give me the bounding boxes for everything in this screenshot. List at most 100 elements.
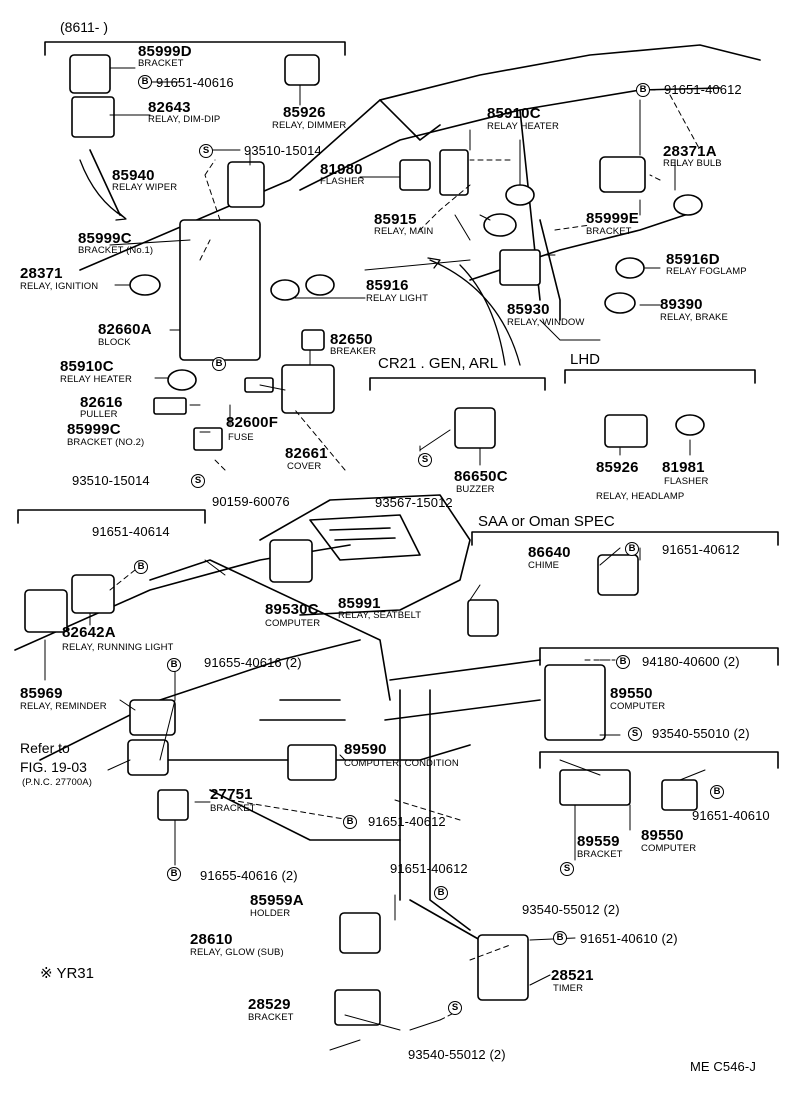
part-number: 81981 [662,459,705,476]
bolt-marker: B [616,655,630,669]
part-number: 89550 [610,685,653,702]
part-number: 85910C [487,105,541,122]
fastener-number: 91651-40612 [368,814,446,829]
part-number: 81980 [320,161,363,178]
section-saa-label: SAA or Oman SPEC [478,513,615,530]
part-name: BRACKET [586,226,632,237]
part-number: 28610 [190,931,233,948]
part-name: COMPUTER [610,701,666,712]
part-number: 89590 [344,741,387,758]
part-number: 85969 [20,685,63,702]
part-name: RELAY, DIMMER [272,120,347,131]
part-number: 27751 [210,786,253,803]
bolt-marker: B [343,815,357,829]
part-number: 28521 [551,967,594,984]
part-number: 85930 [507,301,550,318]
leader-lines [44,67,706,1051]
part-name: RELAY, DIM-DIP [148,114,221,125]
part-number: 82643 [148,99,191,116]
bolt-marker: B [167,658,181,672]
part-number: 85999C [78,230,132,247]
bolt-marker: B [138,75,152,89]
part-number: 85916D [666,251,720,268]
part-number: 85915 [374,211,417,228]
refer-line-2: FIG. 19-03 [20,759,87,775]
part-name: FLASHER [320,176,365,187]
part-name: BRACKET [577,849,623,860]
diagram-reference-code: ME C546-J [690,1059,756,1074]
bolt-marker: B [625,542,639,556]
part-name: BRACKET [210,803,256,814]
part-number: 86640 [528,544,571,561]
part-name: BRACKET (No.1) [78,245,154,256]
part-name: RELAY, SEATBELT [338,610,422,621]
screw-marker: S [560,862,574,876]
part-name: RELAY, WINDOW [507,317,585,328]
part-name: COMPUTER [265,618,321,629]
part-number: 82642A [62,624,116,641]
part-name: BREAKER [330,346,377,357]
refer-line-3: (P.N.C. 27700A) [22,777,92,788]
part-name: RELAY HEATER [487,121,559,132]
part-number: 28529 [248,996,291,1013]
part-name: RELAY FOGLAMP [666,266,747,277]
screw-marker: S [418,453,432,467]
part-name: HOLDER [250,908,291,919]
part-number: 89550 [641,827,684,844]
fastener-number: 91655-40616 (2) [200,868,298,883]
part-name: RELAY, GLOW (SUB) [190,947,284,958]
part-number: 85959A [250,892,304,909]
fastener-number: 93510-15014 [244,143,322,158]
screw-marker: S [628,727,642,741]
part-number: 89559 [577,833,620,850]
part-name: RELAY, RUNNING LIGHT [62,642,174,653]
fastener-number: 91651-40614 [92,524,170,539]
fastener-number: 91651-40612 [662,542,740,557]
part-name: RELAY WIPER [112,182,178,193]
fastener-number: 91655-40616 (2) [204,655,302,670]
fastener-number: 93540-55012 (2) [522,902,620,917]
fastener-number: 90159-60076 [212,494,290,509]
fastener-number: 94180-40600 (2) [642,654,740,669]
screw-marker: S [448,1001,462,1015]
bolt-marker: B [134,560,148,574]
section-yr31-label: ※ YR31 [40,965,94,982]
fastener-number: 93510-15014 [72,473,150,488]
part-number: 82600F [226,414,279,431]
part-name: RELAY, BRAKE [660,312,728,323]
part-name: BLOCK [98,337,131,348]
components [24,54,705,1026]
part-name: RELAY HEATER [60,374,132,385]
part-name: COVER [287,461,322,472]
part-name: RELAY LIGHT [366,293,428,304]
fastener-number: 91651-40612 [664,82,742,97]
bolt-marker: B [167,867,181,881]
fastener-number: 91651-40616 [156,75,234,90]
part-name: RELAY, IGNITION [20,281,99,292]
part-name: RELAY, HEADLAMP [596,491,685,502]
fastener-number: 93540-55012 (2) [408,1047,506,1062]
part-number: 85910C [60,358,114,375]
part-number: 89530C [265,601,319,618]
part-name: RELAY, MAIN [374,226,434,237]
part-number: 82661 [285,445,328,462]
part-name: RELAY BULB [663,158,722,169]
screw-marker: S [199,144,213,158]
part-number: 85999C [67,421,121,438]
dashed-leaders [109,94,701,1021]
section-brackets [17,41,779,769]
part-name: FLASHER [664,476,709,487]
part-number: 89390 [660,296,703,313]
bolt-marker: B [434,886,448,900]
part-name: BUZZER [456,484,495,495]
bolt-marker: B [710,785,724,799]
part-number: 85926 [283,104,326,121]
fastener-number: 93540-55010 (2) [652,726,750,741]
part-name: BRACKET (NO.2) [67,437,145,448]
part-number: 28371A [663,143,717,160]
part-name: FUSE [228,432,254,443]
bolt-marker: B [553,931,567,945]
part-number: 82660A [98,321,152,338]
fastener-number: 93567-15012 [375,495,453,510]
